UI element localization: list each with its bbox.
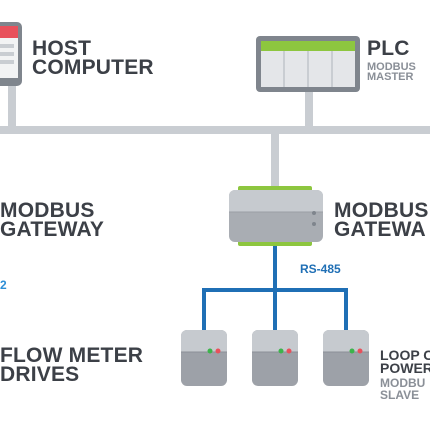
right-devices-sublabel-line1: MODBU	[380, 376, 426, 390]
right-gateway-label-line2: GATEWA	[334, 218, 426, 241]
ethernet-network-lines	[0, 85, 430, 190]
right-devices-label-line2: POWER	[380, 360, 430, 376]
left-devices-label-line1: FLOW METER	[0, 344, 144, 367]
left-gateway-label-line1: MODBUS	[0, 199, 95, 222]
plc-label: PLC	[367, 37, 410, 60]
right-gateway-label-line1: MODBUS	[334, 199, 429, 222]
host-computer-label-line1: HOST	[32, 37, 92, 60]
rs485-bus-label: RS-485	[300, 262, 341, 276]
slave-device-2-icon	[252, 330, 298, 386]
modbus-gateway-device-icon	[229, 186, 323, 246]
slave-device-1-icon	[181, 330, 227, 386]
right-devices-label-line1: LOOP C	[380, 347, 430, 363]
left-partial-label: 2	[0, 278, 7, 292]
left-devices-label-line2: DRIVES	[0, 363, 80, 386]
right-devices-sublabel-line2: SLAVE	[380, 388, 420, 402]
host-computer-icon	[0, 22, 22, 86]
plc-icon	[256, 36, 360, 92]
plc-sublabel-line1: MODBUS	[367, 61, 416, 73]
host-computer-label-line2: COMPUTER	[32, 56, 154, 79]
slave-device-3-icon	[323, 330, 369, 386]
rs485-bus-lines	[202, 246, 348, 330]
plc-sublabel-line2: MASTER	[367, 71, 414, 83]
left-gateway-label-line2: GATEWAY	[0, 218, 105, 241]
